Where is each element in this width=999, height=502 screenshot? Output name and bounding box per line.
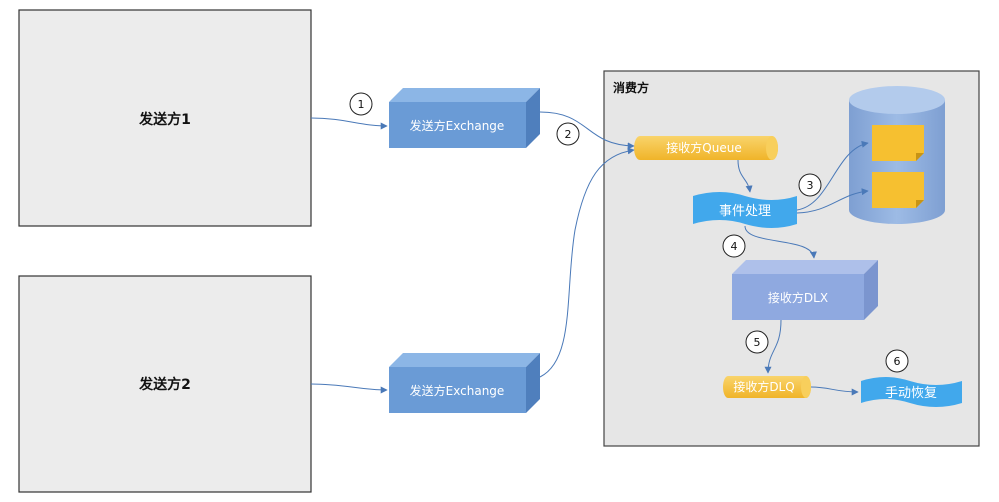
manual-recovery-shape: 手动恢复 bbox=[861, 377, 962, 407]
step-number-2: 2 bbox=[565, 128, 572, 141]
exchange-label-1: 发送方Exchange bbox=[410, 118, 505, 133]
processing-shape: 事件处理 bbox=[693, 192, 797, 228]
manual-recovery-label: 手动恢复 bbox=[885, 386, 937, 401]
step-circle-5: 5 bbox=[745, 330, 769, 354]
step-number-1: 1 bbox=[358, 98, 365, 111]
sender-box-2: 发送方2 bbox=[18, 275, 312, 493]
step-number-3: 3 bbox=[807, 179, 814, 192]
arrow-processing-note2 bbox=[796, 188, 869, 214]
exchange-box-1: 发送方Exchange bbox=[389, 88, 540, 148]
arrow-processing-note1 bbox=[796, 140, 869, 211]
exchange-box-2: 发送方Exchange bbox=[389, 353, 540, 413]
exchange-label-2: 发送方Exchange bbox=[410, 383, 505, 398]
arrow-exchange1-queue bbox=[539, 111, 635, 150]
arrow-sender2-exchange2 bbox=[310, 383, 388, 394]
sender-label-1: 发送方1 bbox=[138, 111, 191, 128]
dlx-box: 接收方DLX bbox=[732, 260, 878, 320]
step-circle-6: 6 bbox=[885, 349, 909, 373]
dlx-label: 接收方DLX bbox=[768, 290, 828, 305]
processing-label: 事件处理 bbox=[719, 204, 771, 219]
arrow-processing-dlx bbox=[744, 225, 817, 259]
arrow-exchange2-queue bbox=[539, 147, 635, 378]
step-circle-4: 4 bbox=[722, 234, 746, 258]
step-number-4: 4 bbox=[731, 240, 738, 253]
arrow-dlq-recovery bbox=[810, 386, 859, 396]
arrow-dlx-dlq bbox=[764, 319, 782, 374]
sender-box-1: 发送方1 bbox=[18, 9, 312, 227]
dlq-label: 接收方DLQ bbox=[733, 379, 794, 394]
queue-cylinder: 接收方Queue bbox=[634, 136, 778, 160]
arrow-queue-processing bbox=[737, 159, 753, 193]
queue-label: 接收方Queue bbox=[666, 140, 741, 155]
step-circle-1: 1 bbox=[349, 92, 373, 116]
step-number-5: 5 bbox=[754, 336, 761, 349]
step-number-6: 6 bbox=[894, 355, 901, 368]
note-icon-1 bbox=[872, 125, 924, 161]
sender-label-2: 发送方2 bbox=[138, 376, 191, 393]
step-circle-3: 3 bbox=[798, 173, 822, 197]
dlq-cylinder: 接收方DLQ bbox=[723, 376, 811, 398]
arrow-sender1-exchange1 bbox=[310, 117, 388, 130]
consumer-title: 消费方 bbox=[613, 80, 649, 95]
note-icon-2 bbox=[872, 172, 924, 208]
step-circle-2: 2 bbox=[556, 122, 580, 146]
arrows bbox=[310, 111, 869, 396]
